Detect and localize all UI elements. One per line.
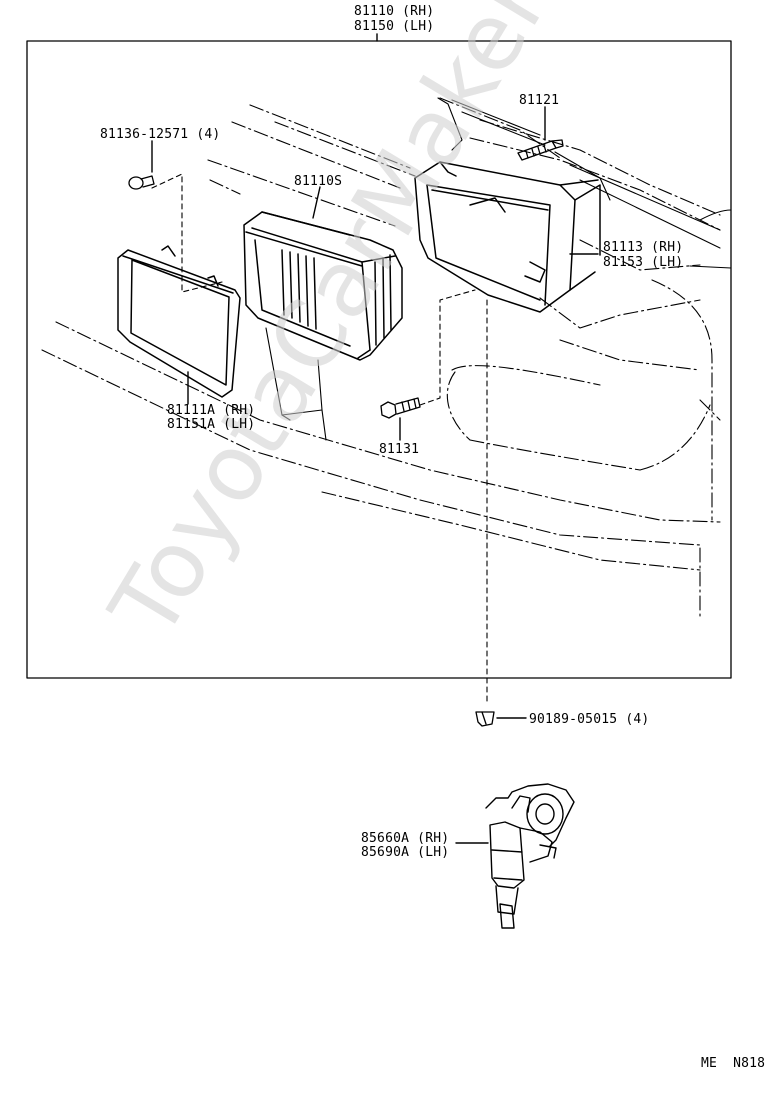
screw-81136 [128, 175, 155, 190]
bracket-legs [265, 327, 327, 441]
label-headlamp-assy-lh: 81150 (LH) [354, 19, 435, 34]
vehicle-body-outline [41, 97, 721, 621]
label-retaining-ring-rh: 81111A (RH) [167, 403, 256, 418]
label-housing-lh: 81153 (LH) [603, 255, 684, 270]
label-bolt: 81131 [379, 442, 420, 457]
grille-slats [437, 97, 732, 269]
sealed-beam-81110S [243, 211, 403, 361]
diagram-code: ME N818 [701, 1056, 766, 1071]
sealed-beam-leader [312, 186, 321, 219]
label-sealed-beam: 81110S [294, 174, 343, 189]
label-screw-set: 81136-12571 (4) [100, 127, 221, 142]
leveling-actuator-85660A [485, 783, 575, 929]
label-adjust-screw: 81121 [519, 93, 560, 108]
label-headlamp-assy-rh: 81110 (RH) [354, 4, 435, 19]
label-actuator-rh: 85660A (RH) [361, 831, 450, 846]
clip-90189 [475, 711, 495, 727]
adjust-screw-81121 [517, 139, 564, 161]
retaining-ring-81111A [117, 245, 241, 398]
label-housing-rh: 81113 (RH) [603, 240, 684, 255]
label-actuator-lh: 85690A (LH) [361, 845, 450, 860]
label-clip: 90189-05015 (4) [529, 712, 650, 727]
bolt-81131 [380, 397, 421, 419]
housing-81113 [414, 161, 601, 313]
label-retaining-ring-lh: 81151A (LH) [167, 417, 256, 432]
assembly-frame [26, 40, 732, 679]
